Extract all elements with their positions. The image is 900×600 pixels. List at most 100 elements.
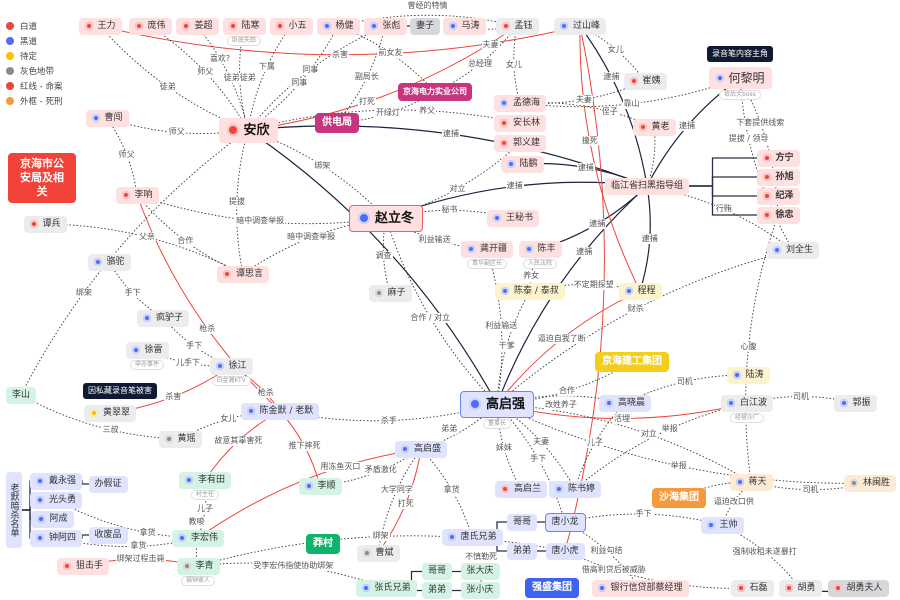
person-node-chenjinmo[interactable]: 陈金默 / 老默 xyxy=(240,402,320,420)
person-node-matao[interactable]: 马涛 xyxy=(442,17,486,35)
person-node-xiaowu[interactable]: 小五 xyxy=(269,17,313,35)
node-label: 李有田 xyxy=(198,474,226,485)
person-node-tangxiaohu[interactable]: 唐小虎 xyxy=(545,542,585,560)
person-node-huyong[interactable]: 胡勇 xyxy=(778,579,822,597)
person-node-yangjian[interactable]: 杨健 xyxy=(316,17,360,35)
person-node-zhidaozu[interactable]: 临江省扫黑指导组 xyxy=(605,177,690,195)
person-node-fenglvzi[interactable]: 疯驴子 xyxy=(137,309,190,327)
person-node-chenshuting[interactable]: 陈书婷 xyxy=(549,480,602,498)
person-node-zs_gege[interactable]: 哥哥 xyxy=(422,563,453,580)
person-node-baijiangbo[interactable]: 白江波 xyxy=(721,394,774,412)
person-node-mengdehai[interactable]: 孟德海 xyxy=(494,94,547,112)
person-node-lishan[interactable]: 李山 xyxy=(6,386,37,404)
person-node-huanglao[interactable]: 黄老 xyxy=(632,118,676,136)
person-node-guoshanfeng[interactable]: 过山峰 xyxy=(554,17,607,35)
person-node-anxin[interactable]: 安欣 xyxy=(218,117,278,143)
person-node-zs_didi[interactable]: 弟弟 xyxy=(422,582,453,599)
person-node-wangli[interactable]: 王力 xyxy=(78,17,122,35)
person-node-heliming[interactable]: 何黎明 xyxy=(708,67,772,89)
group-tag-police[interactable]: 京海市公安局及相关 xyxy=(8,153,76,203)
group-tag-shahai[interactable]: 沙海集团 xyxy=(652,488,706,508)
person-node-guangtouyong[interactable]: 光头勇 xyxy=(30,491,83,509)
group-tag-jiangong[interactable]: 京海建工集团 xyxy=(595,352,669,372)
black-person-icon xyxy=(178,534,186,542)
person-node-zhaolidong[interactable]: 赵立冬 xyxy=(349,204,424,232)
person-node-xujiang[interactable]: 徐江 xyxy=(209,357,253,375)
node-label: 黄瑶 xyxy=(177,433,196,444)
person-node-guozhen[interactable]: 郭振 xyxy=(833,394,877,412)
group-tag-qiangsheng[interactable]: 强盛集团 xyxy=(525,578,579,598)
person-node-zhangbiao[interactable]: 张彪 xyxy=(363,17,407,35)
person-node-fangning[interactable]: 方宁 xyxy=(756,149,800,167)
person-node-mengyu[interactable]: 孟钰 xyxy=(495,17,539,35)
person-node-luotuo[interactable]: 骆驼 xyxy=(87,253,131,271)
person-node-wangmishu[interactable]: 王秘书 xyxy=(487,209,540,227)
group-tag-power[interactable]: 供电局 xyxy=(315,113,359,133)
person-node-linminsheng[interactable]: 林闽胜 xyxy=(844,474,897,492)
person-node-qizi[interactable]: 妻子 xyxy=(410,17,441,35)
person-node-gaoqisheng[interactable]: 高启盛 xyxy=(395,440,448,458)
legend: 白道黑道待定灰色地带红线 - 命案外框 - 死刑 xyxy=(6,18,62,108)
person-node-ts_gege[interactable]: 哥哥 xyxy=(507,513,538,531)
person-node-luhan[interactable]: 陆寒 xyxy=(222,17,266,35)
person-node-chengcheng[interactable]: 程程 xyxy=(618,282,662,300)
person-node-guoyijian[interactable]: 郭义建 xyxy=(494,134,547,152)
person-node-tangxiaolong[interactable]: 唐小龙 xyxy=(544,512,586,532)
person-node-xuzhong[interactable]: 徐忠 xyxy=(756,206,800,224)
node-sublabel: 董事长 xyxy=(483,418,512,429)
node-label: 蒋天 xyxy=(748,476,767,487)
person-node-banjiazheng[interactable]: 办假证 xyxy=(88,475,128,493)
person-node-cuiyi[interactable]: 崔姨 xyxy=(623,72,667,90)
node-label: 临江省扫黑指导组 xyxy=(611,180,684,191)
person-node-lixiang[interactable]: 李响 xyxy=(115,186,159,204)
person-node-zhongasi[interactable]: 钟阿四 xyxy=(30,529,83,547)
person-node-pangwei[interactable]: 庞伟 xyxy=(128,17,172,35)
person-node-jiangtian[interactable]: 蒋天 xyxy=(729,473,773,491)
person-node-tanbing[interactable]: 谭兵 xyxy=(23,215,67,233)
person-node-sunxu[interactable]: 孙旭 xyxy=(756,168,800,186)
node-label: 妻子 xyxy=(416,20,435,31)
person-node-zhangdaqing[interactable]: 张大庆 xyxy=(460,563,500,580)
person-node-zhangshi[interactable]: 张氏兄弟 xyxy=(355,579,417,597)
person-node-xulei[interactable]: 徐雷 xyxy=(125,341,169,359)
person-node-acheng[interactable]: 阿成 xyxy=(30,510,74,528)
person-node-zhangxiaoqing[interactable]: 张小庆 xyxy=(460,582,500,599)
person-node-gaoqiqiang[interactable]: 高启强 xyxy=(460,390,535,418)
person-node-ts_didi[interactable]: 弟弟 xyxy=(507,542,538,560)
group-tag-powerco[interactable]: 京海电力实业公司 xyxy=(398,83,472,101)
person-node-mazi[interactable]: 麻子 xyxy=(368,284,412,302)
person-node-shoufeipin[interactable]: 收废品 xyxy=(88,526,128,544)
person-node-jize[interactable]: 纪泽 xyxy=(756,187,800,205)
person-node-lutao[interactable]: 陆涛 xyxy=(726,366,770,384)
person-node-huangyao[interactable]: 黄瑶 xyxy=(158,430,202,448)
person-node-huyongfuren[interactable]: 胡勇夫人 xyxy=(827,579,889,597)
person-node-daiyongqiang[interactable]: 戴永强 xyxy=(30,472,83,490)
person-node-gongkaijiang[interactable]: 龚开疆 xyxy=(461,240,514,258)
white-person-icon xyxy=(833,584,842,592)
person-node-lupeng[interactable]: 陆鹏 xyxy=(500,155,544,173)
person-node-caobin[interactable]: 曹斌 xyxy=(356,544,400,562)
person-node-liqing[interactable]: 李青 xyxy=(176,557,220,575)
person-node-lishun[interactable]: 李顺 xyxy=(298,477,342,495)
person-node-gaoxiaochen[interactable]: 高晓晨 xyxy=(599,394,652,412)
black-person-icon xyxy=(185,476,193,484)
edge-caobin-gaoqisheng xyxy=(377,448,422,554)
person-node-gaoqilan[interactable]: 高启兰 xyxy=(495,480,548,498)
node-label: 陈书婷 xyxy=(568,483,596,494)
person-node-jujishou[interactable]: 狙击手 xyxy=(57,557,110,575)
person-node-liuquansheng[interactable]: 刘全生 xyxy=(767,241,820,259)
person-node-lihongwei[interactable]: 李宏伟 xyxy=(172,529,225,547)
person-node-caochuang[interactable]: 曹闯 xyxy=(85,109,129,127)
person-node-jiangchao[interactable]: 姜超 xyxy=(175,17,219,35)
person-node-huangcuicui[interactable]: 黄翠翠 xyxy=(84,404,137,422)
person-node-wangshuai[interactable]: 王帅 xyxy=(700,516,744,534)
person-node-chenfeng[interactable]: 陈丰 xyxy=(518,240,562,258)
person-node-tansiyan[interactable]: 谭思言 xyxy=(217,265,270,283)
person-node-caijingli[interactable]: 银行信贷部蔡经理 xyxy=(591,579,689,597)
person-node-liyoutian[interactable]: 李有田 xyxy=(179,471,232,489)
person-node-anchanglin[interactable]: 安长林 xyxy=(494,114,547,132)
person-node-tangshi[interactable]: 唐氏兄弟 xyxy=(441,528,503,546)
group-tag-mangcun[interactable]: 莽村 xyxy=(306,534,340,554)
person-node-shilei[interactable]: 石磊 xyxy=(730,579,774,597)
person-node-chentai[interactable]: 陈泰 / 泰叔 xyxy=(495,282,565,300)
